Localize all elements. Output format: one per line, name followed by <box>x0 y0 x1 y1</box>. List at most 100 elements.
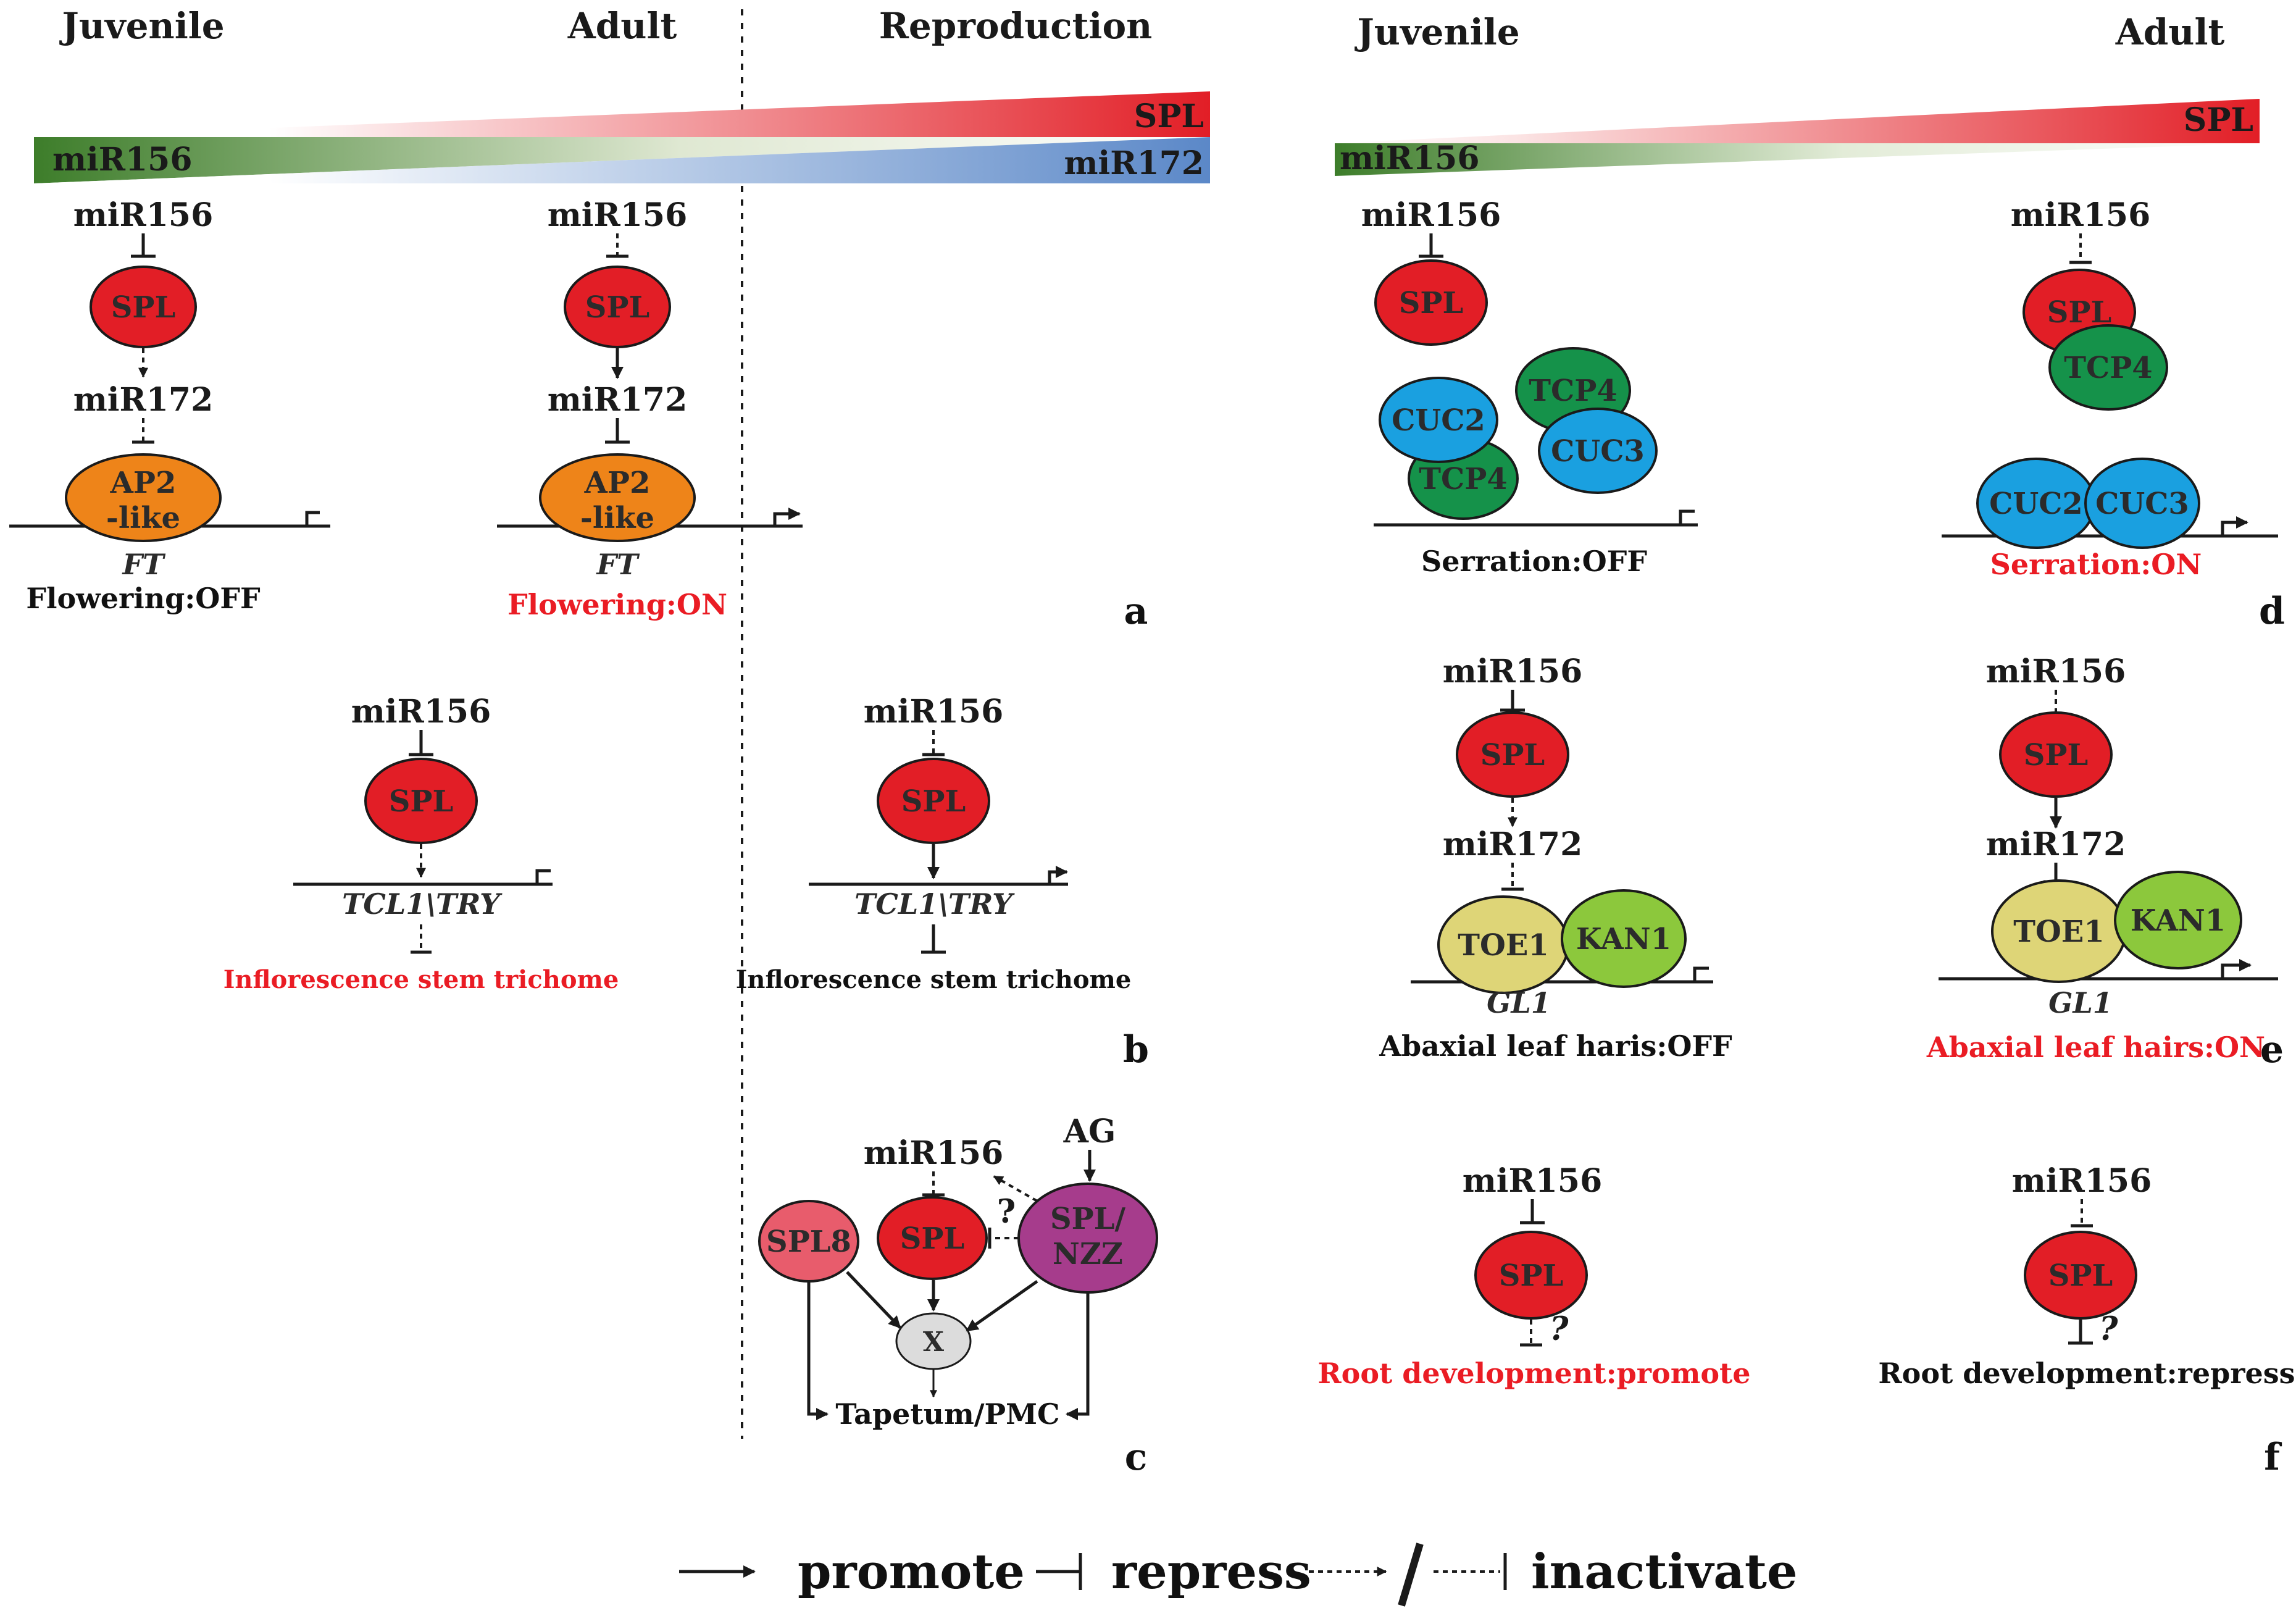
d-juv-spl-node <box>1374 259 1488 346</box>
f-adult-spl-node <box>2024 1231 2137 1320</box>
e-adult-kan1-node <box>2114 871 2242 969</box>
panel-c-letter: c <box>1125 1436 1148 1479</box>
mir156-bar-label: miR156 <box>52 141 193 178</box>
e-adult-kan1-label: KAN1 <box>2131 903 2226 938</box>
e-adult-tss-arrow <box>2221 959 2252 979</box>
f-juv-mir156: miR156 <box>1463 1162 1603 1200</box>
spl-bar-label: SPL <box>1134 98 1204 135</box>
b-adult-gene: TCL1\TRY <box>854 887 1015 921</box>
e-adult-toe1-label: TOE1 <box>2013 915 2105 949</box>
a-juv-ap2-line1: AP2 <box>110 466 177 500</box>
right-spl-expression-bar <box>1335 99 2260 143</box>
d-juv-tcp4-b-label: TCP4 <box>1419 462 1507 496</box>
b-adult-tss-arrow <box>1048 866 1068 884</box>
d-adult-tss-arrow <box>2221 516 2248 536</box>
header-left-adult: Adult <box>567 5 677 47</box>
b-juv-spl-node <box>364 758 478 844</box>
a-juv-outcome: Flowering:OFF <box>26 582 261 615</box>
panel-e: miR156 SPL miR172 TOE1 KAN1 GL1 Abaxial … <box>1379 653 2284 1071</box>
e-juv-toe1-label: TOE1 <box>1458 928 1549 963</box>
d-juv-spl-label: SPL <box>1399 286 1464 320</box>
panel-c: miR156 AG SPL8 SPL SPL/ NZZ ? X Tapetum/… <box>758 1113 1158 1479</box>
d-juv-cuc3-label: CUC3 <box>1551 434 1645 469</box>
d-adult-cuc2-label: CUC2 <box>1989 487 2083 521</box>
d-adult-spl-label: SPL <box>2047 295 2112 330</box>
e-juv-spl-label: SPL <box>1480 738 1545 772</box>
d-juv-mir156: miR156 <box>1361 196 1501 234</box>
a-juv-mir172: miR172 <box>73 381 214 419</box>
c-ag: AG <box>1063 1113 1116 1150</box>
c-nzz-mir156-inactive-promote <box>993 1175 1038 1202</box>
panel-a: miR156 SPL miR172 AP2 -like FT Flowering… <box>9 196 1148 633</box>
b-juv-outcome: Inflorescence stem trichome <box>223 965 619 994</box>
legend-promote-label: promote <box>798 1544 1025 1600</box>
header-left-juvenile: Juvenile <box>59 5 224 47</box>
c-spl8-node <box>758 1200 859 1283</box>
a-adult-outcome: Flowering:ON <box>507 588 727 621</box>
legend: promote repress inactivate <box>679 1543 1798 1607</box>
f-adult-spl-label: SPL <box>2048 1258 2113 1293</box>
c-spl8-target-promote <box>807 1282 829 1420</box>
c-spl-node <box>877 1196 988 1280</box>
legend-slash <box>1398 1543 1424 1607</box>
panel-f: miR156 SPL ? Root development:promote mi… <box>1317 1162 2295 1479</box>
d-juv-cuc2-node <box>1379 377 1498 463</box>
c-nzz-x-promote <box>966 1279 1038 1333</box>
c-spl-label: SPL <box>900 1221 965 1256</box>
d-juv-tss-mark <box>1679 509 1695 525</box>
d-adult-outcome: Serration:ON <box>1990 548 2202 581</box>
b-adult-spl-node <box>877 758 990 844</box>
a-adult-spl-node <box>564 266 671 348</box>
mir172-expression-bar <box>34 137 1210 183</box>
right-mir156-expression-bar <box>1335 143 2260 176</box>
b-juv-tss-mark <box>535 869 551 884</box>
a-adult-spl-label: SPL <box>585 290 650 325</box>
e-adult-spl-node <box>1999 711 2113 798</box>
header-right-juvenile: Juvenile <box>1354 11 1519 53</box>
e-adult-gene: GL1 <box>2048 986 2113 1019</box>
e-juv-kan1-label: KAN1 <box>1576 922 1671 957</box>
a-adult-ap2-line1: AP2 <box>584 466 651 500</box>
panel-d: miR156 SPL TCP4 CUC2 TCP4 CUC3 Serration… <box>1361 196 2285 633</box>
a-adult-tss-arrow <box>773 508 801 526</box>
e-juv-spl-node <box>1456 711 1569 798</box>
a-adult-ap2-line2: -like <box>580 501 654 535</box>
d-adult-cuc3-node <box>2084 458 2200 549</box>
c-x-label: X <box>923 1326 945 1358</box>
f-adult-outcome: Root development:repress <box>1878 1357 2295 1390</box>
c-mir156: miR156 <box>864 1134 1004 1172</box>
d-adult-tcp4-node <box>2048 324 2168 411</box>
e-adult-mir172: miR172 <box>1986 826 2126 863</box>
b-juv-spl-label: SPL <box>389 784 454 819</box>
b-juv-mir156: miR156 <box>351 693 491 731</box>
a-juv-spl-label: SPL <box>111 290 176 325</box>
legend-repress-label: repress <box>1111 1544 1311 1600</box>
d-juv-cuc2-label: CUC2 <box>1392 403 1485 438</box>
d-juv-outcome: Serration:OFF <box>1421 545 1647 578</box>
header-reproduction: Reproduction <box>879 5 1153 47</box>
panel-f-letter: f <box>2264 1436 2282 1479</box>
f-juv-question: ? <box>1550 1310 1569 1348</box>
spl-expression-bar <box>34 91 1210 137</box>
panel-d-letter: d <box>2259 590 2285 633</box>
f-juv-outcome: Root development:promote <box>1317 1357 1750 1390</box>
d-adult-cuc3-label: CUC3 <box>2095 487 2189 521</box>
a-adult-mir172: miR172 <box>548 381 688 419</box>
a-juv-tss-mark <box>305 511 320 526</box>
c-nzz-line2: NZZ <box>1053 1237 1123 1271</box>
b-adult-spl-label: SPL <box>901 784 966 819</box>
a-juv-ap2-line2: -like <box>106 501 180 535</box>
a-juv-ap2-node <box>65 453 222 542</box>
c-spl8-label: SPL8 <box>766 1225 851 1259</box>
e-juv-tss-mark <box>1693 966 1709 982</box>
c-nzz-line1: SPL/ <box>1050 1202 1126 1236</box>
f-juv-spl-node <box>1474 1231 1588 1320</box>
d-juv-tcp4-a-label: TCP4 <box>1529 374 1617 408</box>
c-spl8-x-promote <box>846 1271 901 1329</box>
e-juv-outcome: Abaxial leaf haris:OFF <box>1379 1029 1732 1063</box>
a-adult-ap2-node <box>539 453 696 542</box>
header-right-adult: Adult <box>2115 11 2225 53</box>
e-juv-kan1-node <box>1561 889 1687 988</box>
c-x-node <box>895 1312 972 1370</box>
panel-e-letter: e <box>2260 1028 2284 1071</box>
